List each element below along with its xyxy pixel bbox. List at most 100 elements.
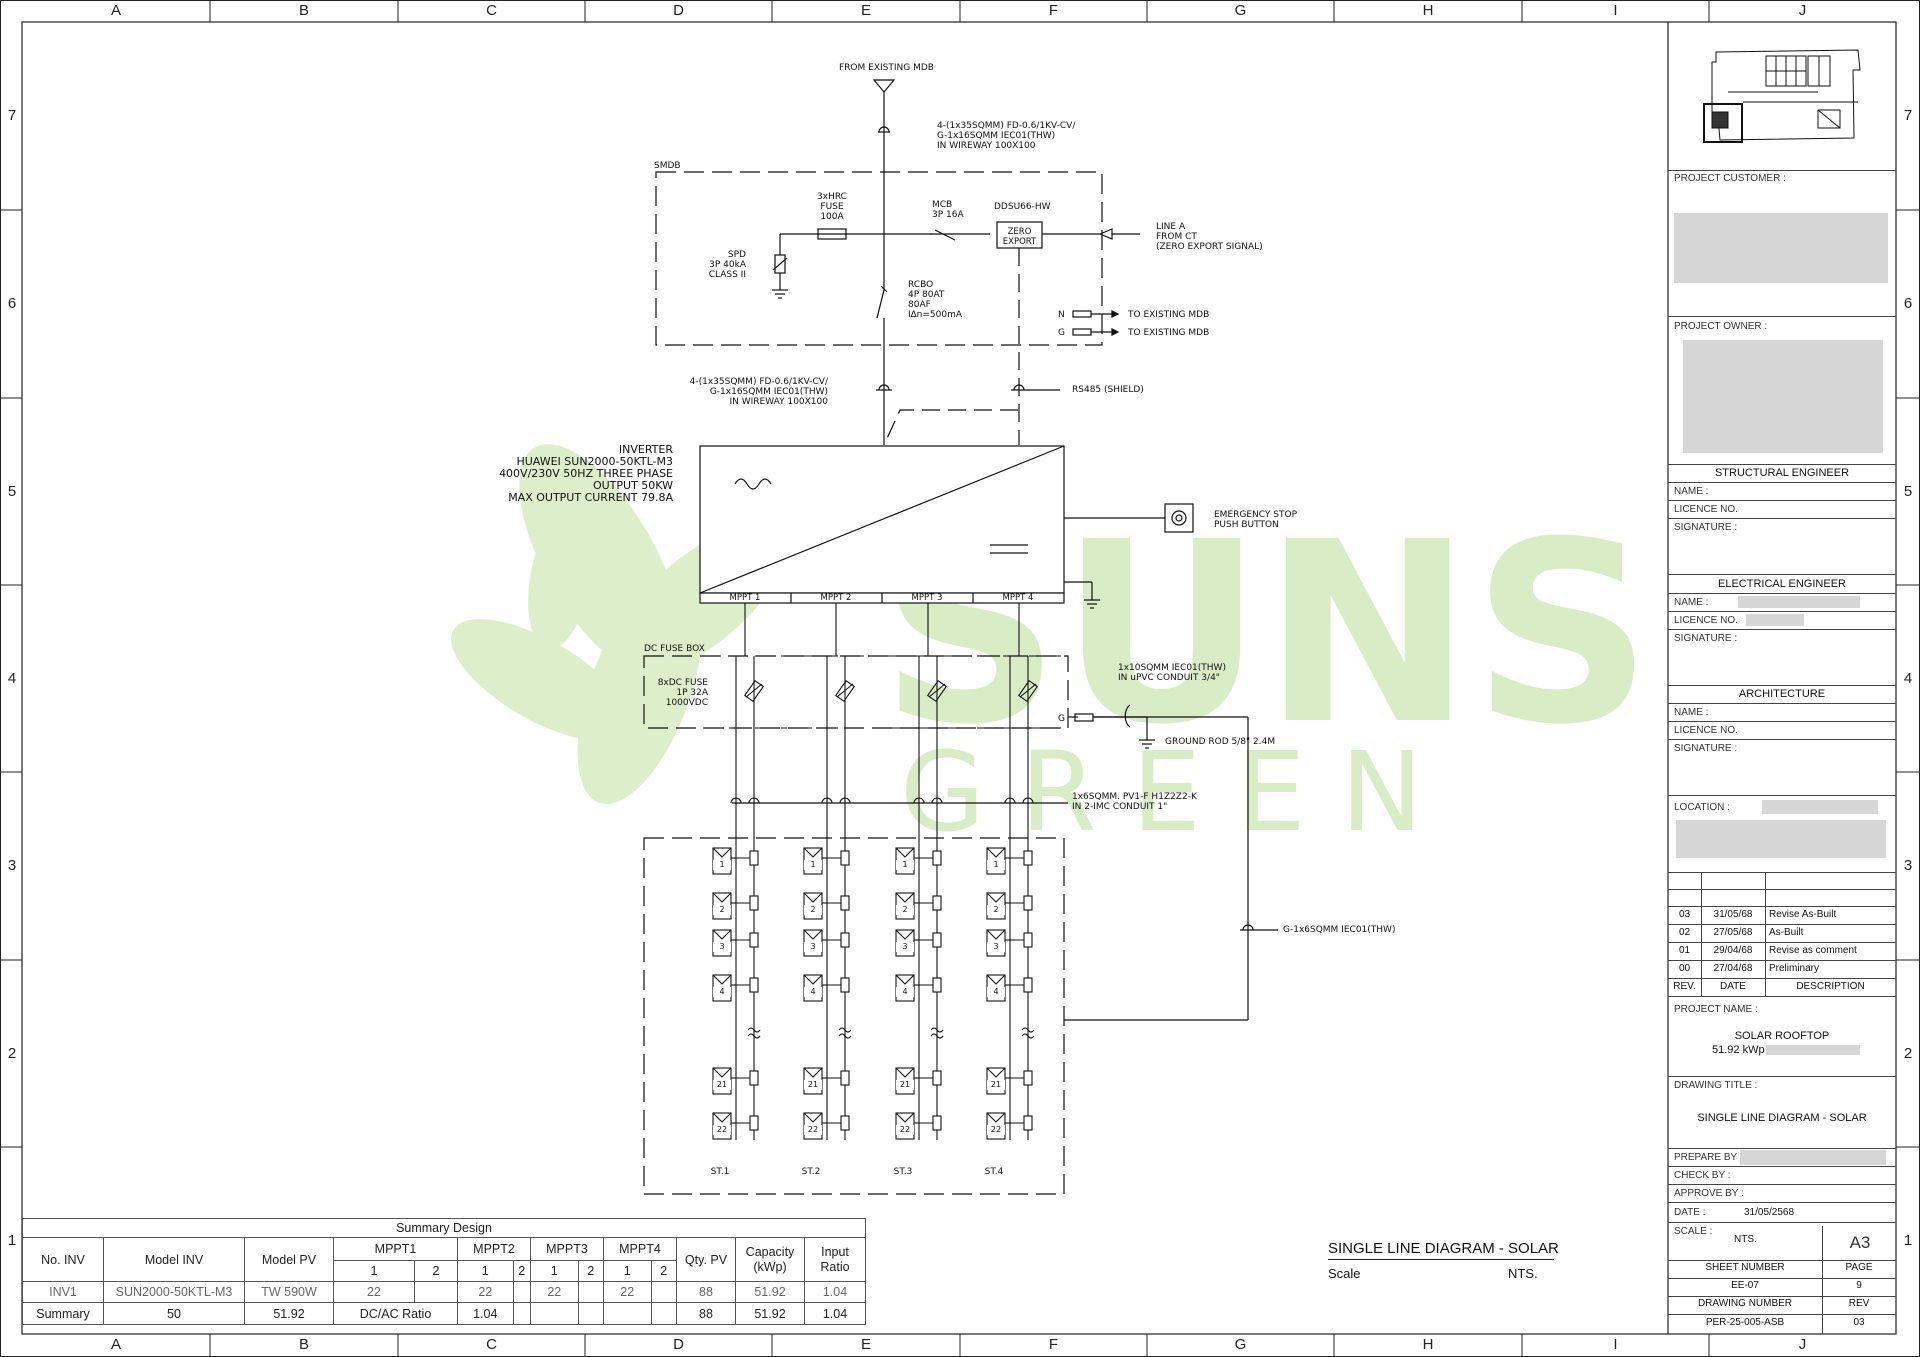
incoming-cable-label: 4-(1x35SQMM) FD-0.6/1KV-CV/ G-1x16SQMM I… bbox=[937, 121, 1076, 151]
header-sub: 1 bbox=[457, 1260, 514, 1282]
grid-row-label: 4 bbox=[7, 669, 17, 687]
grid-column-label: J bbox=[1798, 2, 1807, 19]
project-name-label: PROJECT NAME : bbox=[1674, 1004, 1758, 1015]
cell-summary-ratio: 1.04 bbox=[804, 1302, 866, 1325]
architecture-signature-row bbox=[1668, 739, 1896, 796]
structural-heading-row bbox=[1668, 464, 1896, 483]
key-plan-image bbox=[1703, 49, 1861, 143]
revision-column-divider bbox=[1765, 872, 1766, 996]
pv-panel-number: 1 bbox=[896, 860, 914, 870]
grid-row-label: 3 bbox=[1903, 857, 1913, 874]
project-name: SOLAR ROOFTOP bbox=[1734, 1030, 1830, 1042]
redacted-location-detail bbox=[1676, 820, 1886, 858]
drawing-title-cell bbox=[1668, 1076, 1896, 1149]
pv-panel-number: 22 bbox=[896, 1125, 914, 1135]
architecture-name-label: NAME : bbox=[1674, 707, 1709, 718]
grid-column-label: C bbox=[486, 1336, 497, 1353]
revision-number: 02 bbox=[1678, 927, 1691, 938]
revision-row bbox=[1668, 906, 1896, 925]
cell-mppt2-2 bbox=[512, 1281, 531, 1303]
cell-empty bbox=[529, 1302, 579, 1325]
header-model-inv: Model INV bbox=[103, 1237, 245, 1282]
header-mppt3: MPPT3 bbox=[529, 1237, 604, 1261]
cell-mppt1-2 bbox=[413, 1281, 459, 1303]
header-capacity: Capacity (kWp) bbox=[735, 1237, 805, 1282]
grid-column-label: H bbox=[1422, 1336, 1434, 1353]
ground-rod-label: GROUND ROD 5/8" 2.4M bbox=[1165, 737, 1276, 747]
cell-dc-ac-ratio-value: 1.04 bbox=[457, 1302, 514, 1325]
grid-column-label: A bbox=[110, 2, 121, 19]
header-sub: 2 bbox=[577, 1260, 604, 1282]
revision-header-row bbox=[1668, 978, 1896, 997]
revision-date: 29/04/68 bbox=[1713, 945, 1753, 956]
pv-panel-number: 1 bbox=[713, 860, 731, 870]
zero-export-box: ZERO EXPORT bbox=[1002, 227, 1037, 247]
architecture-name-row bbox=[1668, 703, 1896, 722]
pv-panel-number: 2 bbox=[713, 905, 731, 915]
grid-row-label: 4 bbox=[1903, 669, 1913, 687]
header-mppt2: MPPT2 bbox=[457, 1237, 531, 1261]
cell-empty bbox=[602, 1302, 652, 1325]
structural-licence-row bbox=[1668, 500, 1896, 519]
ground-wire-label: G-1x6SQMM IEC01(THW) bbox=[1283, 925, 1396, 935]
grid-row-label: 3 bbox=[7, 857, 17, 874]
dc-ground-g-label: G bbox=[1058, 714, 1065, 724]
pv-panel-number: 22 bbox=[713, 1125, 731, 1135]
grid-column-label: B bbox=[298, 1336, 309, 1353]
mppt-label: MPPT 4 bbox=[1002, 593, 1034, 603]
line-a-label: LINE A FROM CT (ZERO EXPORT SIGNAL) bbox=[1156, 222, 1263, 252]
mppt-label: MPPT 2 bbox=[820, 593, 852, 603]
architecture-heading: ARCHITECTURE bbox=[1738, 688, 1826, 700]
summary-design-table: Summary Design No. INV Model INV Model P… bbox=[22, 1218, 866, 1325]
cell-qty: 88 bbox=[676, 1281, 736, 1303]
to-mdb-g-label: TO EXISTING MDB bbox=[1128, 328, 1210, 338]
pv-panel-number: 4 bbox=[804, 987, 822, 997]
pv-panel-number: 2 bbox=[804, 905, 822, 915]
summary-title: Summary Design bbox=[22, 1218, 866, 1238]
grid-row-label: 1 bbox=[1903, 1231, 1913, 1249]
approve-by-label: APPROVE BY : bbox=[1674, 1188, 1744, 1199]
header-sub: 2 bbox=[650, 1260, 678, 1282]
cell-summary: Summary bbox=[22, 1302, 104, 1325]
from-existing-mdb-label: FROM EXISTING MDB bbox=[839, 63, 934, 73]
architecture-heading-row bbox=[1668, 685, 1896, 704]
grid-column-label: E bbox=[860, 2, 871, 19]
check-by-cell bbox=[1668, 1166, 1896, 1185]
structural-signature-label: SIGNATURE : bbox=[1674, 522, 1738, 533]
pv-panel-number: 1 bbox=[804, 860, 822, 870]
location-cell bbox=[1668, 794, 1896, 873]
redacted-engineer-name bbox=[1738, 596, 1860, 608]
redacted-prepare-by bbox=[1740, 1150, 1886, 1165]
revision-blank-row bbox=[1668, 889, 1896, 907]
header-sub: 1 bbox=[602, 1260, 652, 1282]
scale-value-caption: NTS. bbox=[1508, 1266, 1538, 1281]
header-sub: 2 bbox=[512, 1260, 531, 1282]
header-sub: 1 bbox=[333, 1260, 415, 1282]
redacted-customer bbox=[1674, 213, 1888, 283]
architecture-signature-label: SIGNATURE : bbox=[1674, 743, 1738, 754]
electrical-name-row bbox=[1668, 593, 1896, 612]
grid-row-label: 6 bbox=[7, 295, 17, 312]
redacted-owner bbox=[1683, 340, 1883, 453]
grid-column-label: F bbox=[1048, 2, 1059, 19]
grid-column-label: J bbox=[1798, 1336, 1807, 1353]
string-label: ST.4 bbox=[984, 1167, 1004, 1177]
revision-header-date: DATE bbox=[1720, 981, 1746, 992]
cell-empty bbox=[650, 1302, 678, 1325]
paper-size: A3 bbox=[1822, 1226, 1897, 1260]
electrical-name-label: NAME : bbox=[1674, 597, 1709, 608]
revision-number: 01 bbox=[1678, 945, 1691, 956]
grid-column-label: D bbox=[673, 2, 684, 19]
mppt-label: MPPT 3 bbox=[911, 593, 943, 603]
grid-row-label: 1 bbox=[7, 1231, 17, 1249]
table-row-summary: Summary 50 51.92 DC/AC Ratio 1.04 88 51.… bbox=[22, 1302, 866, 1325]
grid-column-label: D bbox=[673, 1336, 684, 1353]
cell-dc-ac-ratio-label: DC/AC Ratio bbox=[332, 1302, 459, 1325]
grid-column-label: I bbox=[1613, 1336, 1618, 1353]
rev-number: 03 bbox=[1853, 1317, 1865, 1328]
revision-description: Revise As-Built bbox=[1769, 909, 1837, 920]
table-row: INV1 SUN2000-50KTL-M3 TW 590W 22 22 22 2… bbox=[22, 1281, 866, 1303]
redacted-project-name bbox=[1766, 1045, 1860, 1055]
grid-column-label: E bbox=[860, 1336, 871, 1353]
drawing-number: PER-25-005-ASB bbox=[1705, 1317, 1785, 1328]
